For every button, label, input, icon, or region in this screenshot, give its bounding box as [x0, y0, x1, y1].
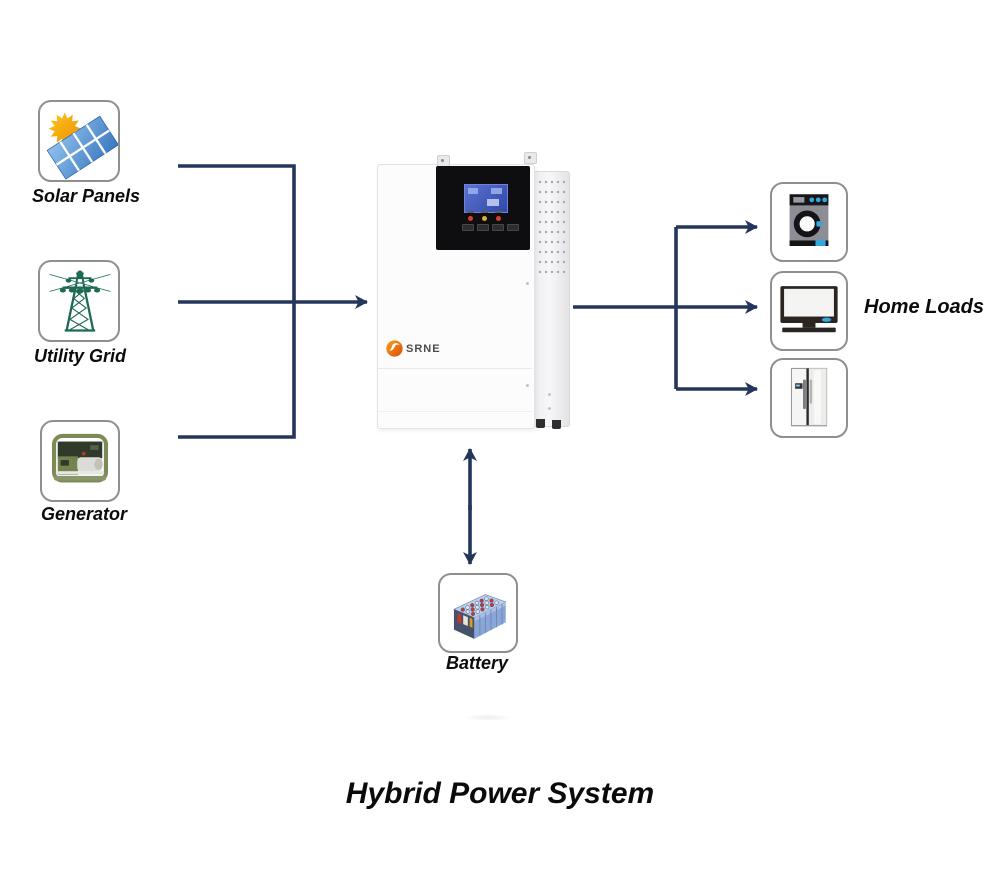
home-loads-label: Home Loads: [864, 296, 985, 318]
screw-dot: [526, 282, 529, 285]
battery-box: [438, 573, 518, 653]
faint-smudge: [464, 714, 512, 721]
status-led-amber: [482, 216, 487, 221]
inverter-vent-holes: [537, 177, 565, 273]
generator-icon: [51, 433, 109, 483]
status-led-red: [468, 216, 473, 221]
utility-grid-label: Utility Grid: [33, 346, 126, 366]
battery-label: Battery: [445, 653, 509, 673]
refrigerator-icon: [790, 367, 828, 427]
screw-dot: [548, 407, 551, 410]
television-icon: [780, 286, 838, 333]
led-label: [481, 211, 488, 213]
inverter-mount-tab: [524, 152, 537, 164]
washing-machine-box: [770, 182, 848, 262]
solar-panels-label: Solar Panels: [31, 186, 141, 206]
solar-panels-box: [38, 100, 120, 182]
generator-box: [40, 420, 120, 502]
generator-label: Generator: [40, 504, 128, 524]
battery-bank-icon: [453, 594, 507, 639]
inverter-button: [477, 224, 489, 231]
status-led-red: [496, 216, 501, 221]
page-title: Hybrid Power System: [345, 777, 655, 810]
inverter-button: [462, 224, 474, 231]
screw-dot: [548, 393, 551, 396]
inverter-foot: [552, 420, 561, 429]
inverter-button: [507, 224, 519, 231]
inverter-seam: [378, 411, 532, 412]
led-label: [467, 211, 474, 213]
washing-machine-icon: [789, 194, 829, 246]
led-label: [495, 211, 502, 213]
solar-panels-icon: [46, 112, 118, 180]
inverter-seam: [378, 368, 532, 369]
inverter-lcd-screen: [464, 184, 508, 213]
utility-grid-box: [38, 260, 120, 342]
inverter-button: [492, 224, 504, 231]
refrigerator-box: [770, 358, 848, 438]
srne-logo-icon: [386, 340, 403, 357]
screw-dot: [526, 384, 529, 387]
television-box: [770, 271, 848, 351]
inverter-foot: [536, 419, 545, 428]
srne-brand-text: SRNE: [406, 343, 441, 355]
utility-grid-icon: [49, 270, 111, 332]
